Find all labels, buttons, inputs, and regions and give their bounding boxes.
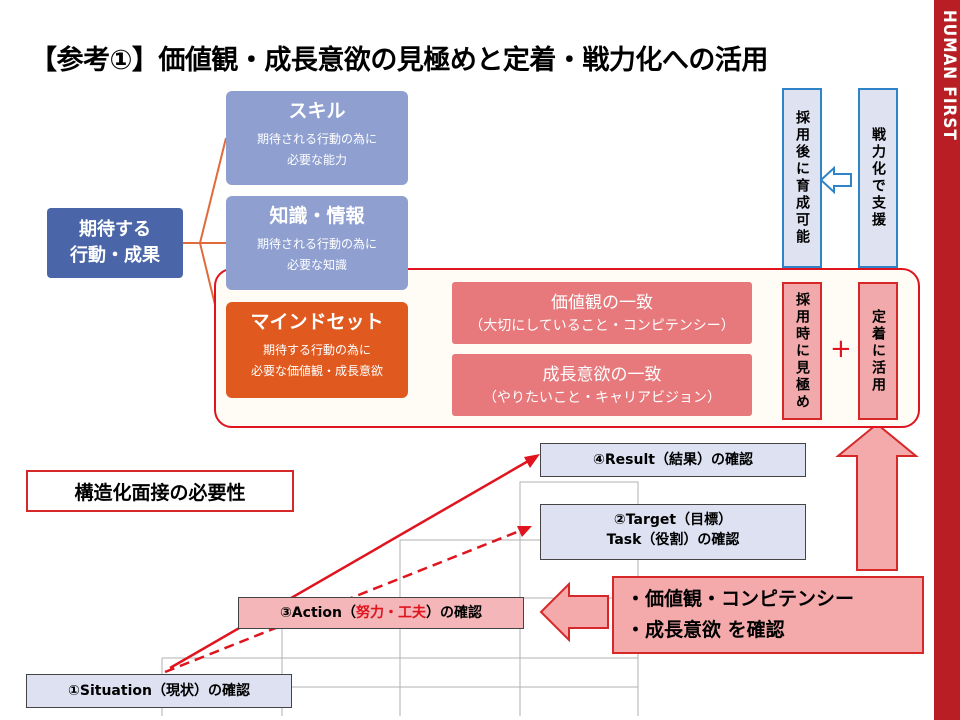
arrowhead-solid: [524, 454, 540, 468]
mindset-box: マインドセット 期待する行動の為に 必要な価値観・成長意欲: [226, 302, 408, 398]
mindset-heading: マインドセット: [250, 311, 384, 333]
knowledge-heading: 知識・情報: [269, 205, 365, 227]
action-box: ③Action（努力・工夫）の確認: [238, 597, 524, 629]
knowledge-sub1: 期待される行動の為に: [256, 237, 377, 251]
values-match-title: 価値観の一致: [551, 293, 653, 313]
action-effort: 努力・工夫: [356, 605, 427, 621]
mindset-sub2: 必要な価値観・成長意欲: [250, 364, 383, 378]
target-box: ②Target（目標） Task（役割）の確認: [540, 504, 806, 560]
tree-line: [183, 137, 227, 351]
confirm-line2: ・成長意欲 を確認: [626, 619, 785, 642]
target-line2: Task（役割）の確認: [606, 531, 740, 548]
train-after-hire-box: 採用後に育成可能: [782, 88, 822, 268]
growth-match-title: 成長意欲の一致: [542, 365, 662, 385]
growth-match-box: 成長意欲の一致 （やりたいこと・キャリアビジョン）: [452, 354, 752, 416]
values-match-sub: （大切にしていること・コンピテンシー）: [469, 318, 735, 334]
mindset-sub1: 期待する行動の為に: [262, 343, 371, 357]
knowledge-box: 知識・情報 期待される行動の為に 必要な知識: [226, 196, 408, 290]
expected-behavior-box: 期待する 行動・成果: [47, 208, 183, 278]
knowledge-sub2: 必要な知識: [286, 258, 347, 272]
confirm-line1: ・価値観・コンピテンシー: [626, 588, 855, 610]
skill-heading: スキル: [288, 100, 346, 122]
action-post: ）の確認: [426, 605, 483, 621]
values-match-box: 価値観の一致 （大切にしていること・コンピテンシー）: [452, 282, 752, 344]
situation-box: ①Situation（現状）の確認: [26, 674, 292, 708]
confirm-values-box: ・価値観・コンピテンシー ・成長意欲 を確認: [612, 576, 924, 654]
retention-box: 定着に活用: [858, 282, 898, 420]
support-box: 戦力化で支援: [858, 88, 898, 268]
structured-interview-label: 構造化面接の必要性: [26, 470, 294, 512]
skill-box: スキル 期待される行動の為に 必要な能力: [226, 91, 408, 185]
pink-up-arrow: [835, 422, 919, 571]
assess-at-hire-box: 採用時に見極め: [782, 282, 822, 420]
blue-left-arrow: [819, 165, 852, 195]
brand-bar: HUMAN FIRST: [934, 0, 960, 720]
pink-left-arrow: [539, 581, 609, 643]
action-pre: ③Action（: [279, 605, 357, 621]
skill-sub1: 期待される行動の為に: [256, 132, 377, 146]
growth-match-sub: （やりたいこと・キャリアビジョン）: [483, 390, 721, 406]
arrowhead-dashed: [517, 526, 532, 537]
plus-sign: +: [830, 334, 852, 364]
brand-logo-text: HUMAN FIRST: [939, 10, 959, 141]
arrow-solid: [169, 458, 531, 670]
skill-sub2: 必要な能力: [286, 153, 347, 167]
result-box: ④Result（結果）の確認: [540, 443, 806, 477]
page-title: 【参考①】価値観・成長意欲の見極めと定着・戦力化への活用: [30, 45, 768, 76]
target-line1: ②Target（目標）: [613, 512, 733, 528]
